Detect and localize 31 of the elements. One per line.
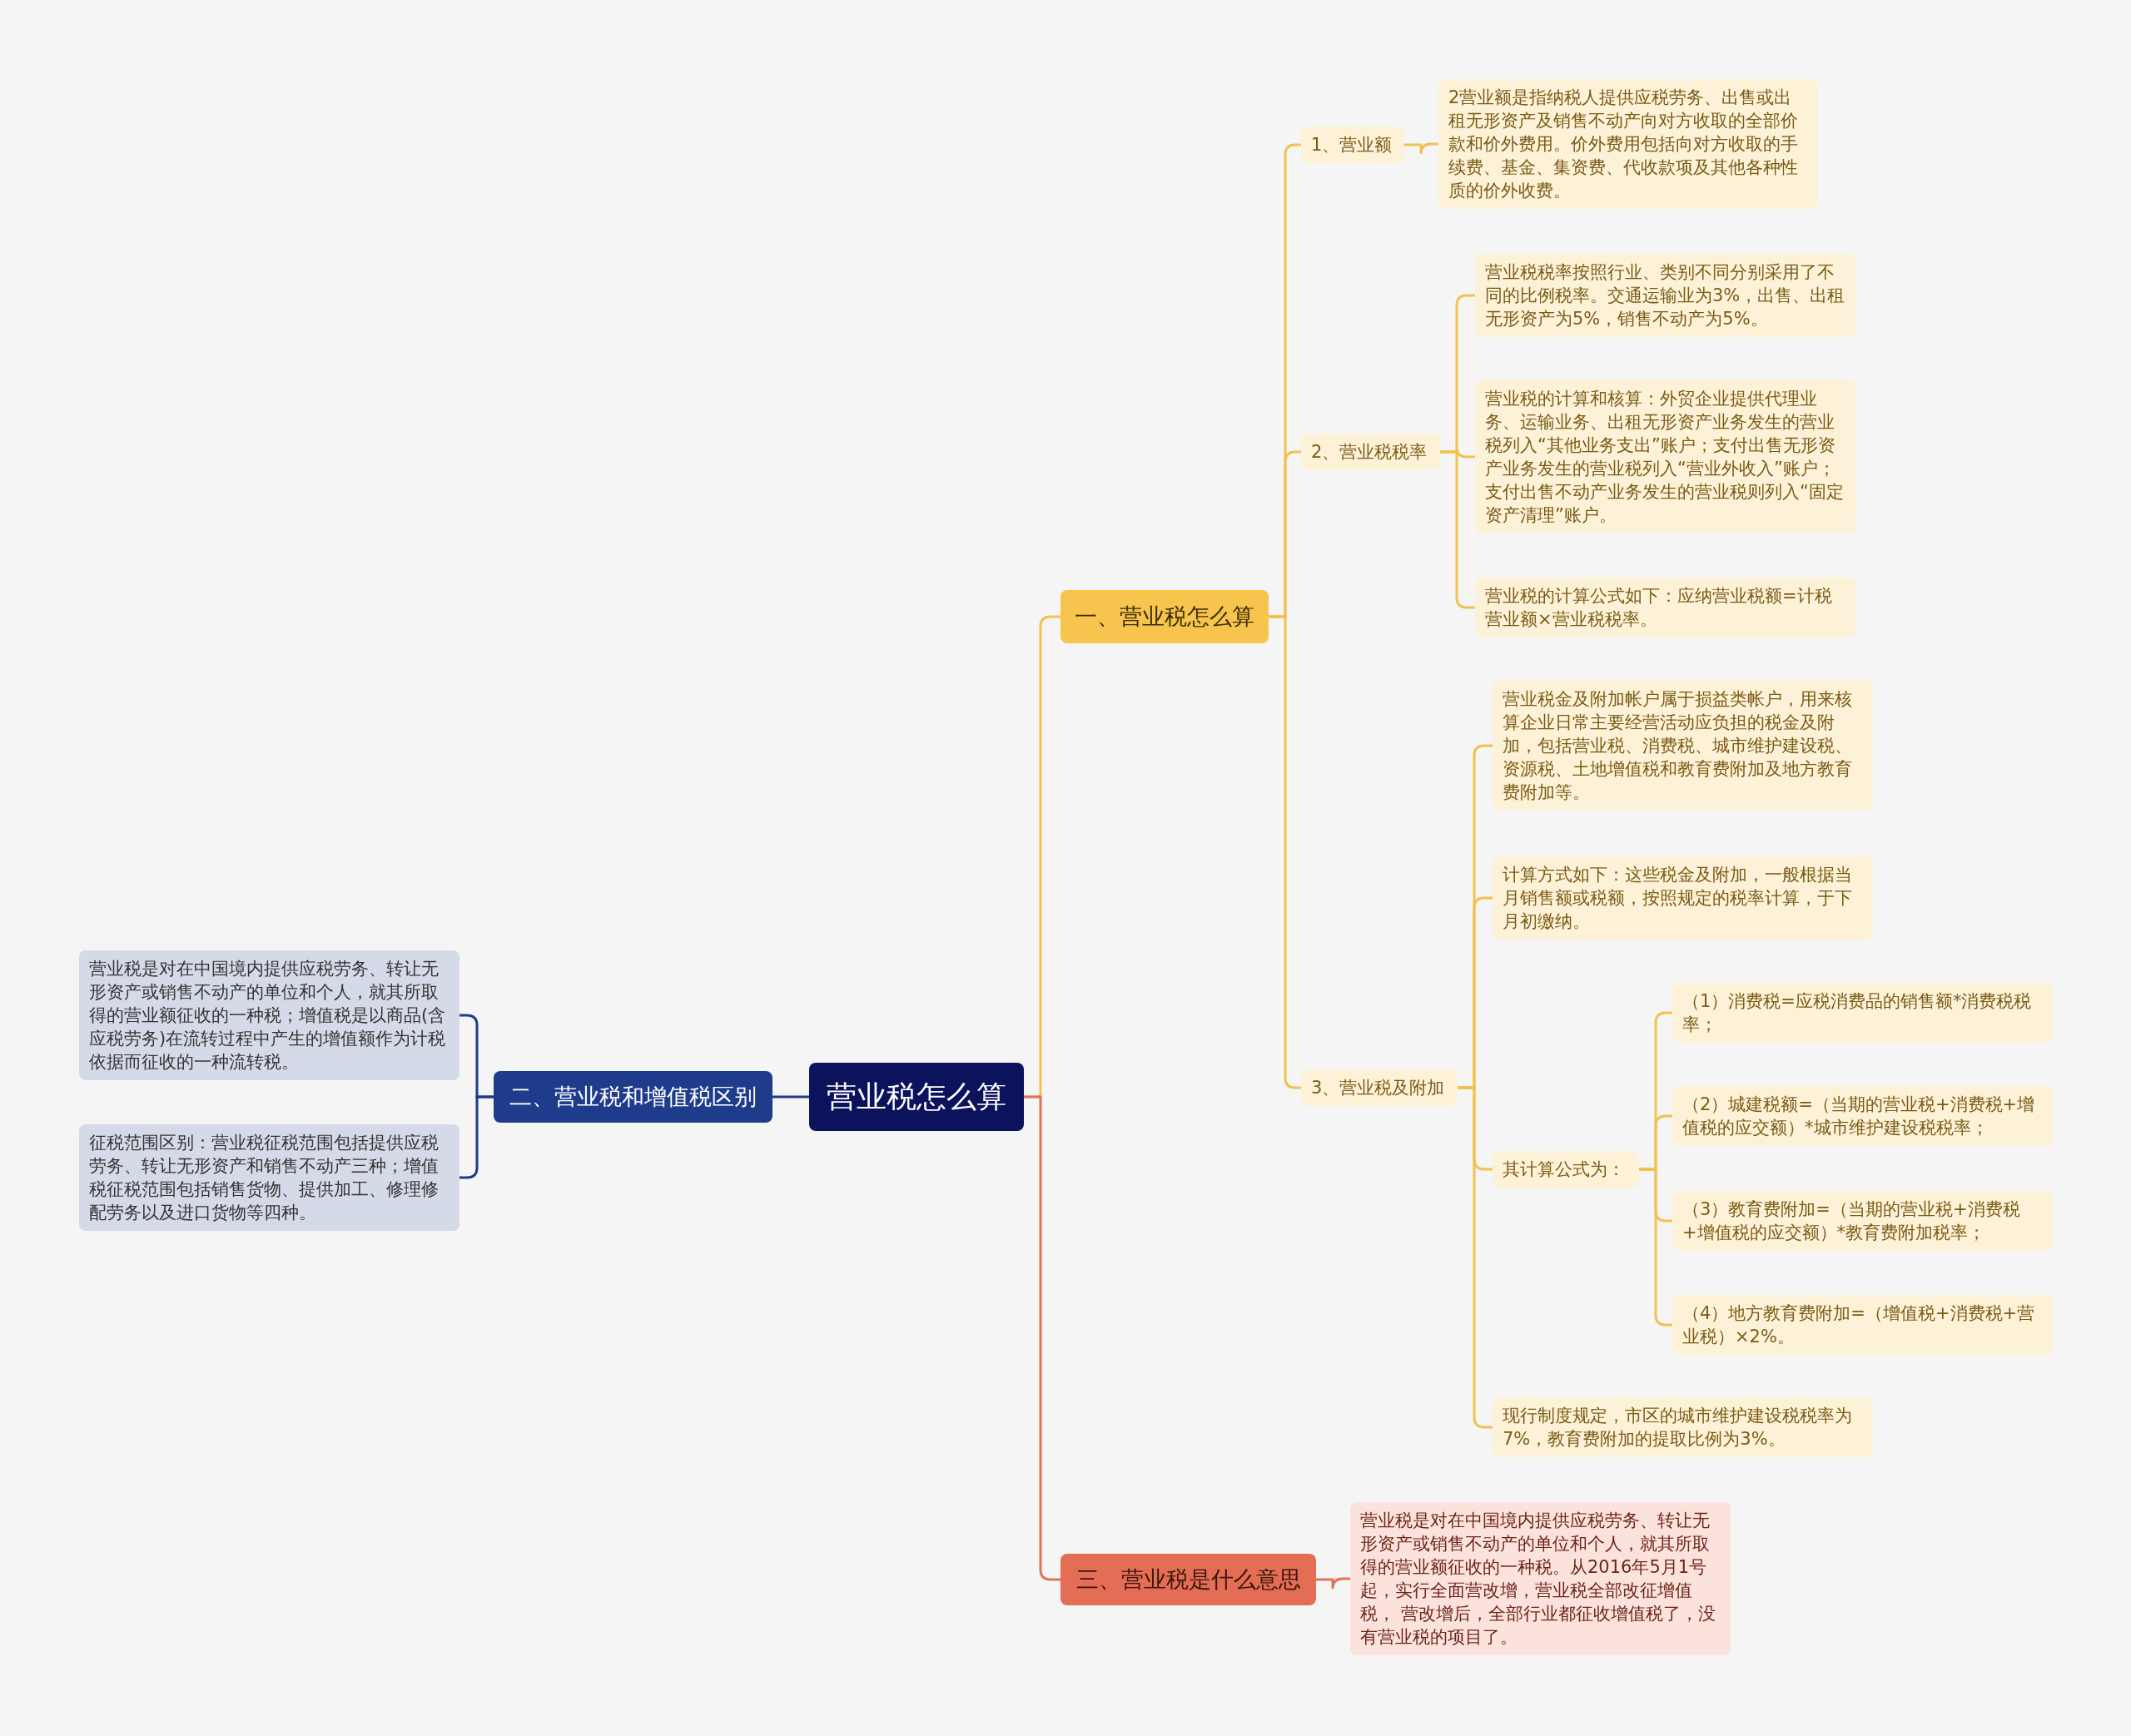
note-box: 营业税的计算公式如下：应纳营业税额=计税营业额×营业税税率。 (1475, 578, 1855, 637)
subtopic-box: 其计算公式为： (1493, 1151, 1639, 1188)
subtopic-box: 1、营业额 (1301, 126, 1404, 163)
note-box: 营业税的计算和核算：外贸企业提供代理业务、运输业务、出租无形资产业务发生的营业税列入“其他业务支出”账户；支付出售无形资产业务发生的营业税列入“营业外收入”账户；支付出售不动产业务发生的营业税则列入“固定资产清理”账户。 (1475, 380, 1855, 533)
connector-line (1316, 1577, 1350, 1590)
note-box: 现行制度规定，市区的城市维护建设税税率为7%，教育费附加的提取比例为3%。 (1493, 1397, 1873, 1457)
note-box: 计算方式如下：这些税金及附加，一般根据当月销售额或税额，按照规定的税率计算，于下月初缴纳。 (1493, 856, 1873, 940)
branch-box: 三、营业税是什么意思 (1061, 1554, 1316, 1605)
connector-line (1269, 615, 1301, 1089)
connector-line (1440, 450, 1475, 609)
note-box: 营业税是对在中国境内提供应税劳务、转让无形资产或销售不动产的单位和个人，就其所取得的营业额征收的一种税；增值税是以商品(含应税劳务)在流转过程中产生的增值额作为计税依据而征收的一种流转税。 (79, 950, 459, 1080)
connector-line (1024, 1095, 1061, 1581)
branch-box: 一、营业税怎么算 (1061, 590, 1269, 643)
connector-line (772, 1095, 809, 1099)
note-box: 征税范围区别：营业税征税范围包括提供应税劳务、转让无形资产和销售不动产三种；增值税征税范围包括销售货物、提供加工、修理修配劳务以及进口货物等四种。 (79, 1124, 459, 1231)
note-box: （3）教育费附加=（当期的营业税+消费税+增值税的应交额）*教育费附加税率； (1672, 1191, 2053, 1251)
topic-box: 营业税怎么算 (809, 1063, 1024, 1131)
note-box: （4）地方教育费附加=（增值税+消费税+营业税）×2%。 (1672, 1295, 2053, 1355)
note-box: （2）城建税额=（当期的营业税+消费税+增值税的应交额）*城市维护建设税税率； (1672, 1086, 2053, 1146)
note-box: 2营业额是指纳税人提供应税劳务、出售或出租无形资产及销售不动产向对方收取的全部价款和价外费用。价外费用包括向对方收取的手续费、基金、集资费、代收款项及其他各种性质的价外收费。 (1438, 79, 1818, 209)
branch-box: 二、营业税和增值税区别 (494, 1071, 772, 1123)
subtopic-box: 2、营业税税率 (1301, 434, 1440, 470)
connector-line (1458, 1086, 1493, 1429)
connector-line (1639, 1168, 1672, 1327)
note-box: （1）消费税=应税消费品的销售额*消费税税率； (1672, 983, 2053, 1043)
connector-line (1404, 142, 1438, 156)
note-box: 营业税金及附加帐户属于损益类帐户，用来核算企业日常主要经营活动应负担的税金及附加，包括营业税、消费税、城市维护建设税、资源税、土地增值税和教育费附加及地方教育费附加等。 (1493, 681, 1873, 811)
connector-line (459, 1095, 494, 1179)
note-box: 营业税是对在中国境内提供应税劳务、转让无形资产或销售不动产的单位和个人，就其所取得的营业额征收的一种税。从2016年5月1号起，实行全面营改增，营业税全部改征增值税， 营改增后，全部行业都征收增值税了，没有营业税的项目了。 (1350, 1502, 1731, 1655)
subtopic-box: 3、营业税及附加 (1301, 1069, 1458, 1106)
note-box: 营业税税率按照行业、类别不同分别采用了不同的比例税率。交通运输业为3%，出售、出租无形资产为5%，销售不动产为5%。 (1475, 254, 1855, 337)
